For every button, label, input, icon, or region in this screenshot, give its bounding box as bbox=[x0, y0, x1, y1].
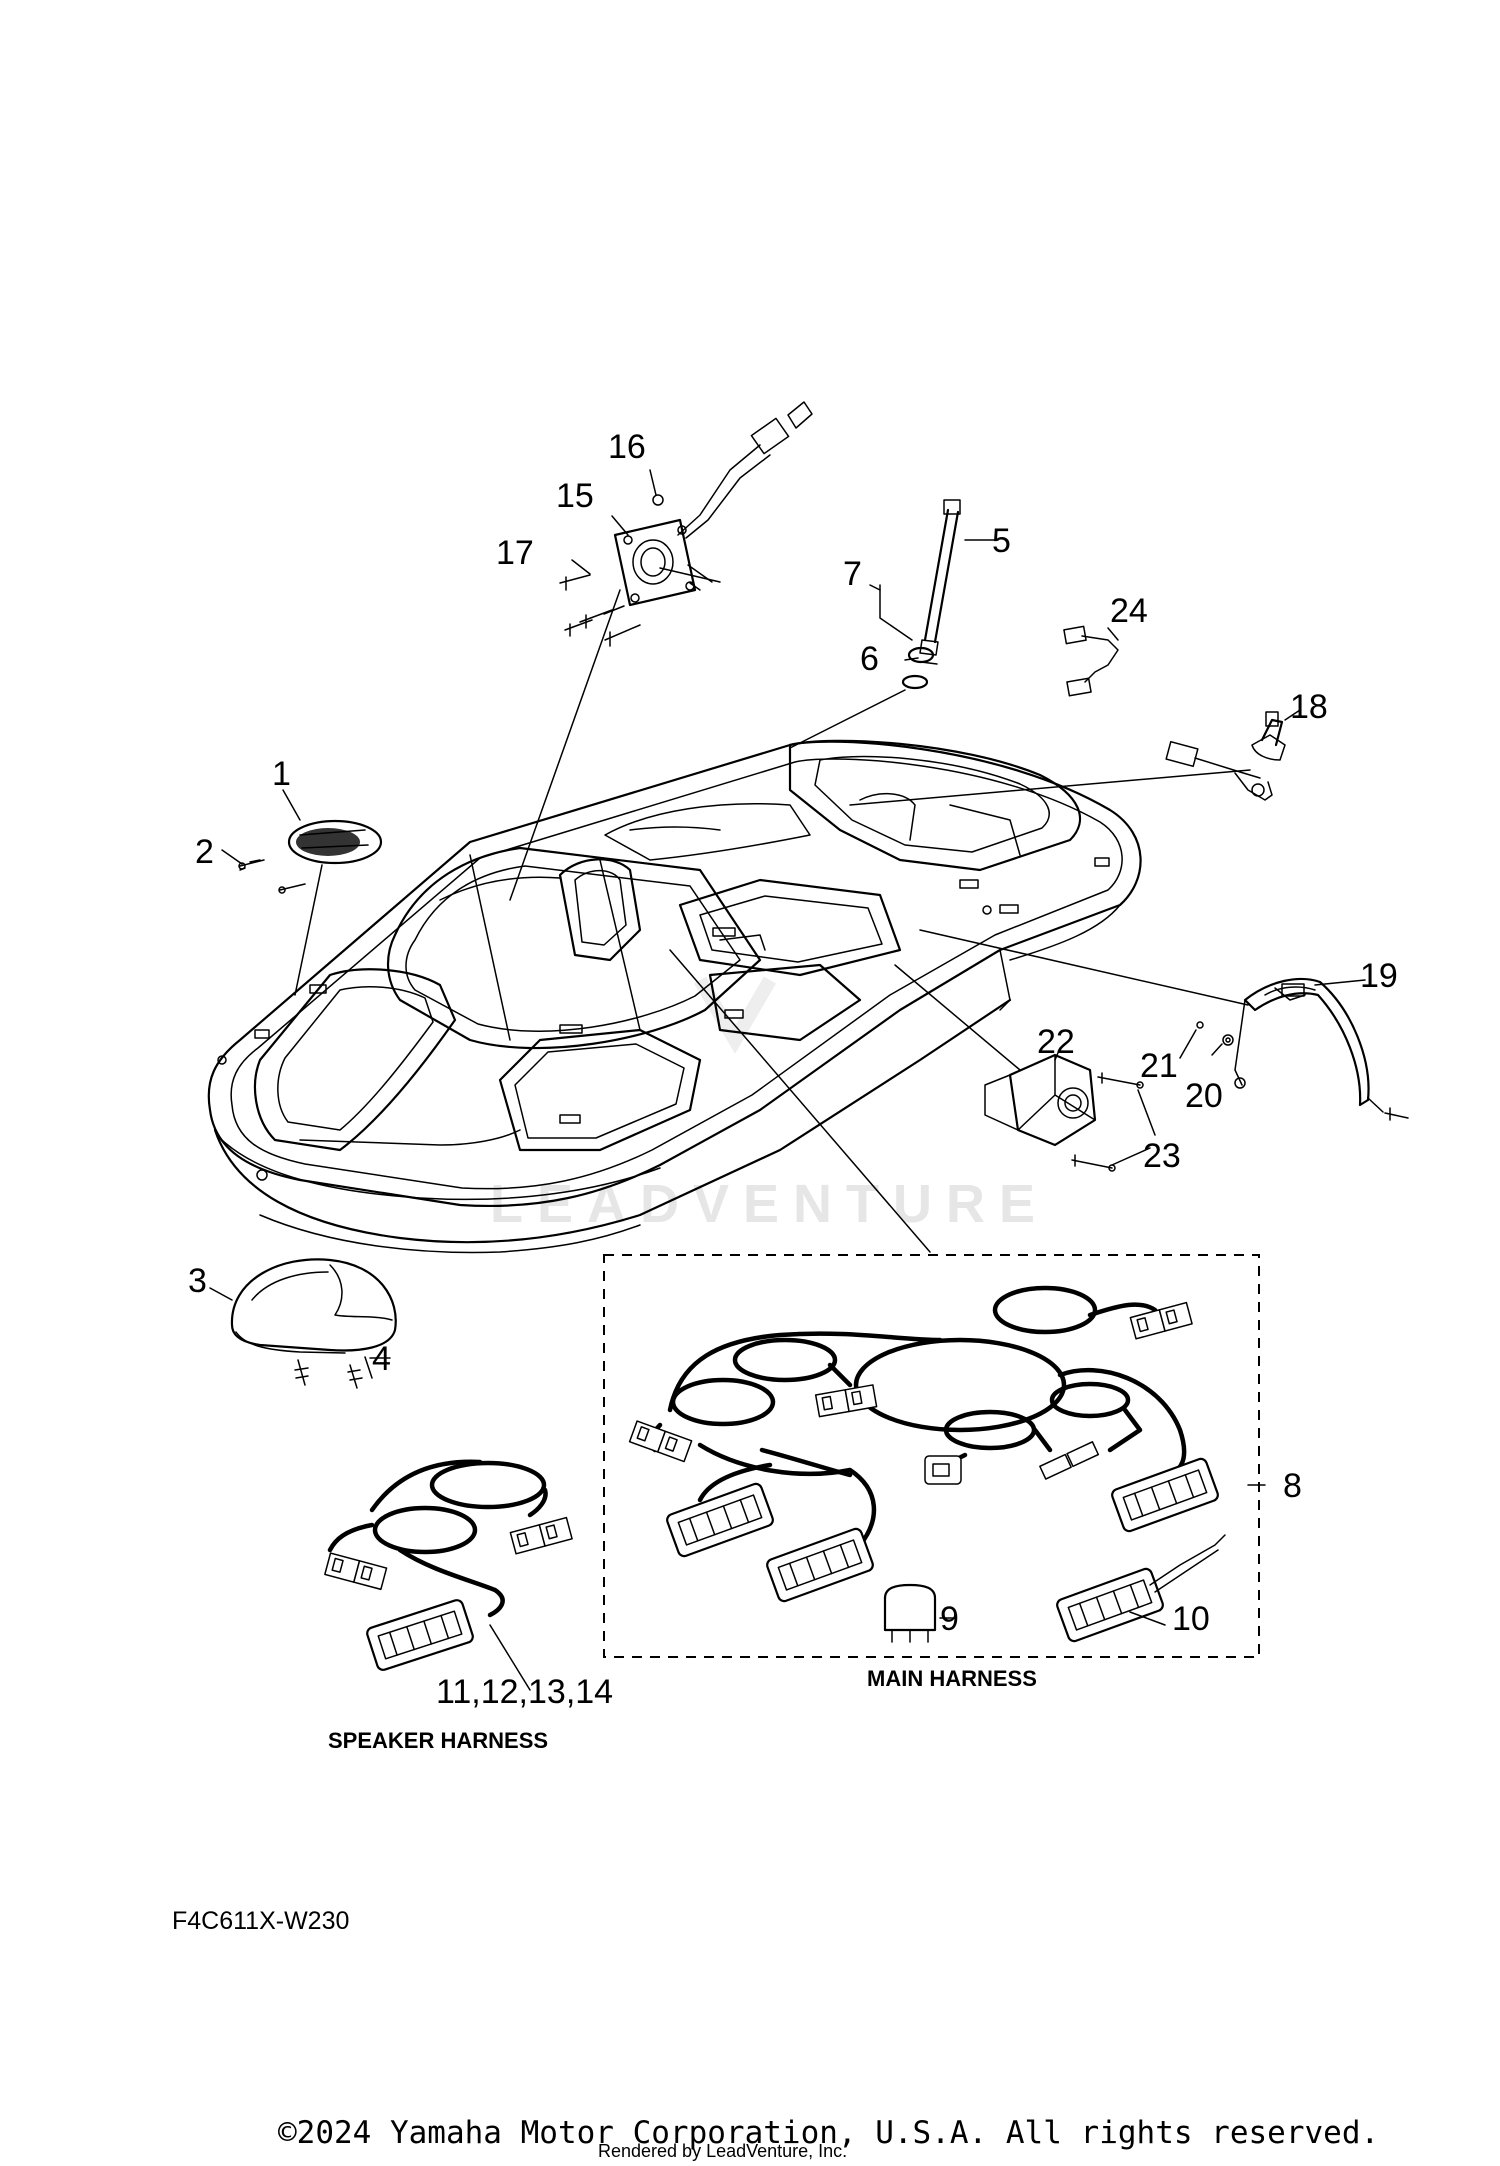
callout-1: 1 bbox=[272, 755, 291, 793]
callout-9: 9 bbox=[940, 1600, 959, 1638]
main-harness-box bbox=[603, 1254, 1260, 1658]
watermark-text: LEADVENTURE bbox=[490, 1174, 1049, 1234]
callout-8: 8 bbox=[1283, 1467, 1302, 1505]
leader-lines bbox=[209, 469, 1366, 1691]
connector-part-10 bbox=[1056, 1534, 1226, 1643]
speaker-harness bbox=[324, 1459, 573, 1671]
callout-10: 10 bbox=[1172, 1600, 1210, 1638]
callout-4: 4 bbox=[372, 1340, 391, 1378]
callout-7: 7 bbox=[843, 555, 862, 593]
callout-6: 6 bbox=[860, 640, 879, 678]
callout-3: 3 bbox=[188, 1262, 207, 1300]
main-harness-caption: MAIN HARNESS bbox=[867, 1666, 1037, 1691]
bracket-part-19 bbox=[1196, 977, 1409, 1121]
callout-17: 17 bbox=[496, 534, 534, 572]
callouts: 1 2 3 4 5 6 7 8 9 10 11,12,13,14 15 16 1… bbox=[188, 428, 1398, 1711]
callout-24: 24 bbox=[1110, 592, 1148, 630]
callout-21: 21 bbox=[1140, 1047, 1178, 1085]
callout-20: 20 bbox=[1185, 1077, 1223, 1115]
callout-16: 16 bbox=[608, 428, 646, 466]
callout-22: 22 bbox=[1037, 1023, 1075, 1061]
callout-11-14: 11,12,13,14 bbox=[436, 1673, 613, 1711]
speaker-part-1 bbox=[238, 819, 383, 894]
mount-plate-part-15 bbox=[559, 401, 813, 647]
boat-hull bbox=[207, 739, 1142, 1254]
callout-15: 15 bbox=[556, 477, 594, 515]
diagram-code: F4C611X-W230 bbox=[172, 1907, 349, 1935]
control-box-part-22 bbox=[984, 1053, 1144, 1172]
main-harness bbox=[628, 1285, 1219, 1603]
callout-18: 18 bbox=[1290, 688, 1328, 726]
antenna-part-5 bbox=[879, 499, 961, 690]
lead-part-24 bbox=[1063, 625, 1119, 697]
sensor-part-18 bbox=[1165, 711, 1286, 801]
callout-5: 5 bbox=[992, 522, 1011, 560]
callout-19: 19 bbox=[1360, 957, 1398, 995]
watermark: LEADVENTURE bbox=[490, 976, 1049, 1234]
rendered-by-notice: Rendered by LeadVenture, Inc. bbox=[598, 2141, 847, 2161]
relay-part-9 bbox=[883, 1583, 937, 1643]
speaker-harness-caption: SPEAKER HARNESS bbox=[328, 1728, 548, 1753]
cover-part-3 bbox=[230, 1258, 397, 1389]
callout-2: 2 bbox=[195, 833, 214, 871]
copyright-notice: ©2024 Yamaha Motor Corporation, U.S.A. A… bbox=[278, 2115, 1379, 2151]
callout-23: 23 bbox=[1143, 1137, 1181, 1175]
